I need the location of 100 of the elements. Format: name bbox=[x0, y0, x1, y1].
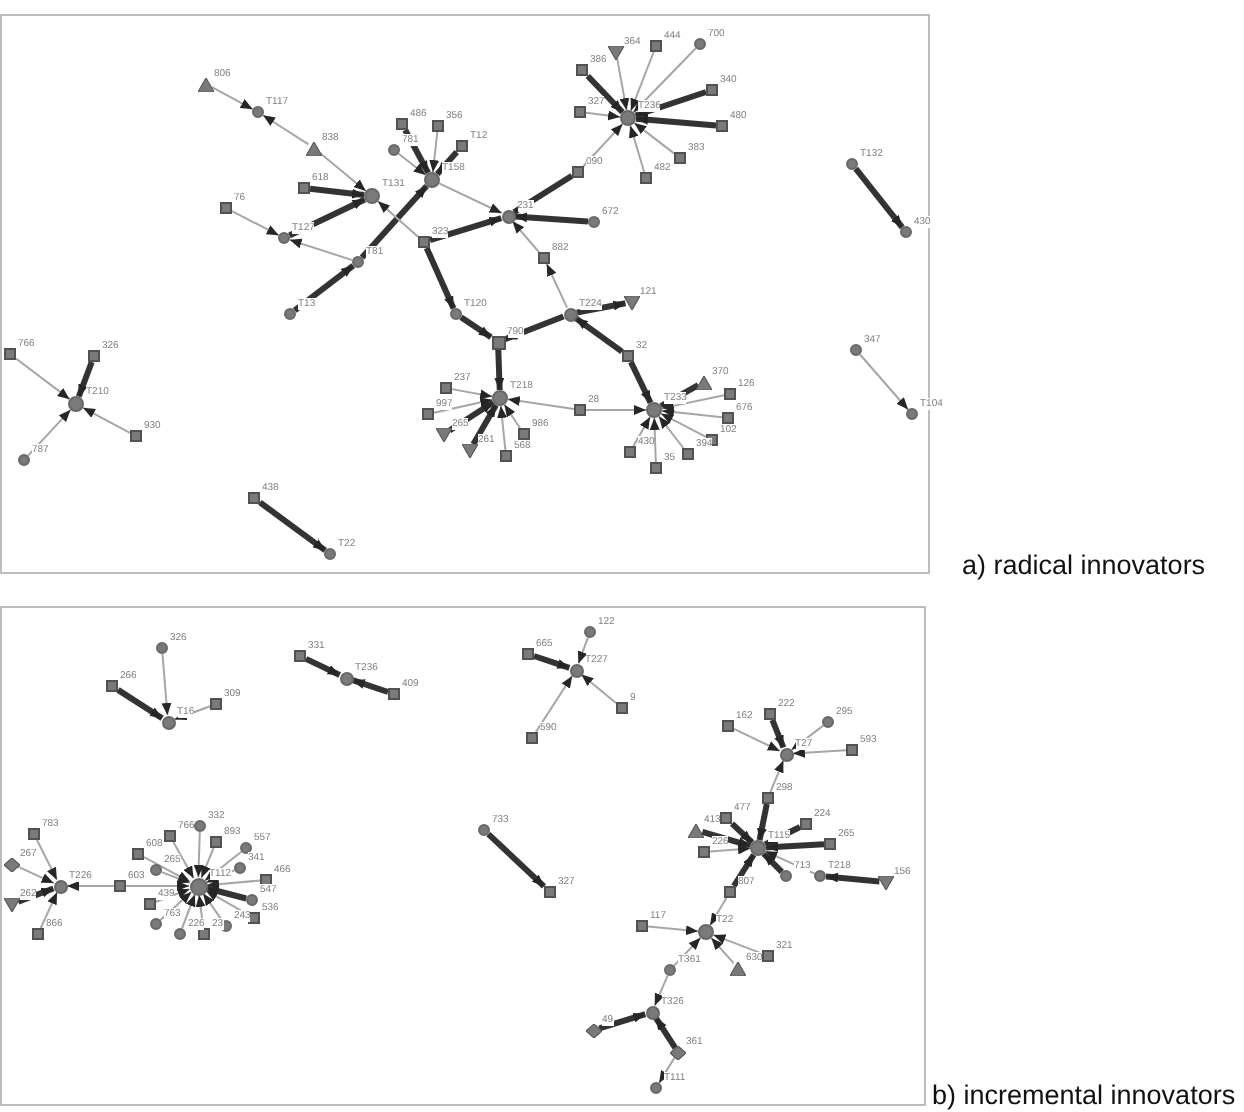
square-node bbox=[522, 648, 534, 660]
arrow bbox=[533, 653, 571, 671]
arrow bbox=[660, 407, 723, 419]
square-node bbox=[762, 792, 774, 804]
square-node bbox=[724, 886, 736, 898]
panel-caption: b) incremental innovators bbox=[932, 1080, 1236, 1112]
arrow bbox=[359, 183, 429, 260]
circle-node bbox=[900, 226, 912, 238]
arrow bbox=[633, 121, 675, 155]
arrow bbox=[503, 313, 565, 343]
circle-node bbox=[814, 870, 826, 882]
arrow bbox=[658, 1055, 677, 1084]
arrow bbox=[397, 152, 427, 177]
arrow bbox=[731, 853, 757, 888]
square-node bbox=[824, 838, 836, 850]
arrow bbox=[653, 974, 669, 1007]
circle-node bbox=[150, 864, 162, 876]
arrow bbox=[262, 114, 310, 146]
arrow bbox=[17, 885, 55, 905]
arrow bbox=[729, 821, 755, 845]
arrow bbox=[304, 656, 341, 678]
arrow bbox=[202, 892, 224, 923]
square-node bbox=[210, 698, 222, 710]
arrow bbox=[451, 388, 494, 400]
inverted-triangle-node bbox=[878, 875, 894, 889]
arrow bbox=[205, 879, 261, 890]
arrow bbox=[647, 925, 700, 936]
arrow bbox=[204, 850, 243, 882]
square-node bbox=[624, 446, 636, 458]
arrow bbox=[769, 718, 787, 749]
circle-node bbox=[501, 209, 515, 223]
arrow bbox=[659, 382, 700, 409]
arrow bbox=[318, 151, 367, 192]
circle-node bbox=[53, 879, 67, 893]
arrow bbox=[709, 844, 751, 855]
circle-node bbox=[284, 308, 296, 320]
arrow bbox=[761, 851, 784, 874]
arrow bbox=[447, 399, 495, 433]
square-node bbox=[576, 64, 588, 76]
square-node bbox=[294, 650, 306, 662]
arrow bbox=[159, 891, 193, 921]
arrow bbox=[486, 831, 547, 889]
square-node bbox=[682, 448, 694, 460]
arrow bbox=[653, 1016, 678, 1050]
square-node bbox=[422, 408, 434, 420]
arrow bbox=[377, 200, 419, 238]
arrow bbox=[39, 891, 59, 929]
circle-node bbox=[189, 877, 207, 895]
arrow bbox=[765, 841, 825, 852]
circle-node bbox=[846, 158, 858, 170]
square-node bbox=[764, 708, 776, 720]
panel-caption: a) radical innovators bbox=[962, 550, 1206, 582]
arrow bbox=[634, 89, 707, 119]
arrow bbox=[712, 933, 763, 955]
circle-node bbox=[698, 924, 714, 940]
arrow bbox=[309, 185, 365, 199]
arrow bbox=[576, 300, 627, 316]
arrow bbox=[27, 408, 72, 457]
arrow bbox=[292, 263, 356, 313]
arrow bbox=[769, 759, 785, 793]
circle-node bbox=[252, 106, 264, 118]
arrow bbox=[503, 403, 521, 429]
arrow bbox=[764, 850, 816, 875]
arrow bbox=[66, 881, 115, 891]
arrow bbox=[577, 636, 589, 665]
arrow bbox=[632, 47, 697, 114]
square-node bbox=[698, 846, 710, 858]
arrow bbox=[200, 847, 215, 879]
circle-node bbox=[339, 671, 353, 685]
circle-node bbox=[492, 390, 508, 406]
arrow bbox=[351, 677, 389, 695]
square-node bbox=[720, 812, 732, 824]
arrow bbox=[172, 841, 195, 880]
square-node bbox=[574, 106, 586, 118]
circle-node bbox=[478, 824, 490, 836]
arrow bbox=[76, 360, 95, 398]
square-node bbox=[762, 950, 774, 962]
square-node bbox=[800, 818, 812, 830]
circle-node bbox=[588, 216, 600, 228]
inverted-triangle-node bbox=[4, 897, 20, 911]
circle-node bbox=[850, 344, 862, 356]
arrow bbox=[628, 124, 646, 173]
arrow bbox=[160, 871, 191, 884]
square-node bbox=[456, 140, 468, 152]
arrow bbox=[585, 73, 625, 115]
square-node bbox=[106, 680, 118, 692]
arrow bbox=[15, 357, 71, 401]
square-node bbox=[210, 836, 222, 848]
triangle-node bbox=[688, 823, 704, 837]
arrow bbox=[628, 360, 654, 405]
arrow bbox=[585, 110, 622, 121]
arrow bbox=[514, 212, 589, 225]
circle-node bbox=[246, 894, 258, 906]
arrow bbox=[853, 166, 905, 230]
circle-node bbox=[234, 862, 246, 874]
arrow bbox=[125, 881, 190, 891]
circle-node bbox=[584, 626, 596, 638]
square-node bbox=[396, 118, 408, 130]
arrow bbox=[701, 828, 752, 849]
square-node bbox=[164, 830, 176, 842]
